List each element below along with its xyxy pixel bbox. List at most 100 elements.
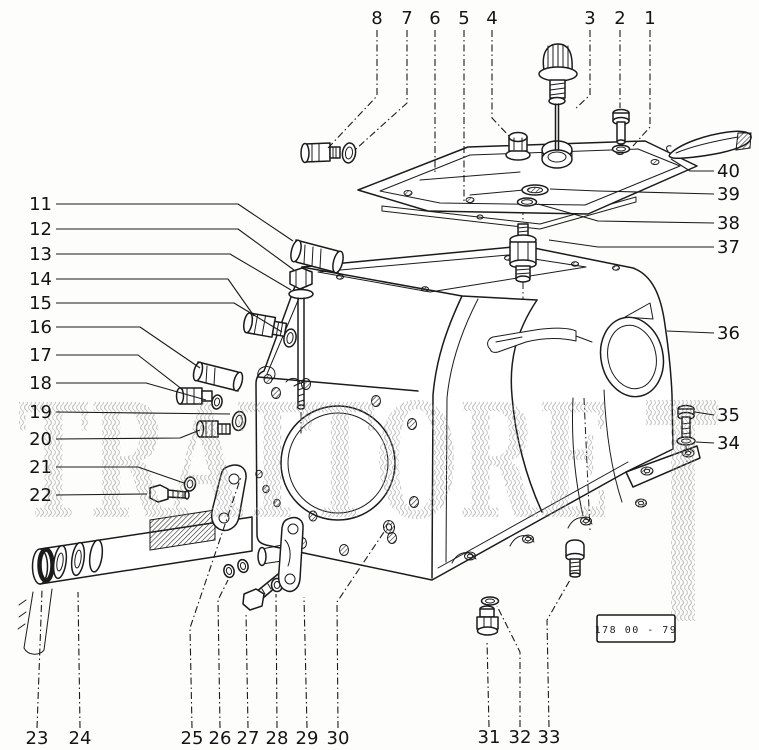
callout-6: 6	[429, 8, 441, 172]
leader-line-25	[189, 476, 242, 729]
reference-box: 178 00 - 79	[595, 614, 676, 643]
callout-19: 19	[29, 402, 231, 423]
callout-number-20: 20	[29, 429, 52, 450]
callout-number-7: 7	[401, 8, 412, 29]
callout-8: 8	[327, 8, 383, 149]
leader-line-22	[55, 493, 148, 496]
callout-number-2: 2	[614, 8, 625, 29]
callout-20: 20	[29, 429, 201, 450]
callout-24: 24	[69, 591, 91, 749]
callout-number-29: 29	[296, 728, 319, 749]
callout-number-30: 30	[327, 728, 350, 749]
callout-34: 34	[695, 433, 740, 454]
bracket-29	[257, 516, 304, 593]
callout-28: 28	[266, 593, 289, 749]
callout-number-38: 38	[717, 213, 740, 234]
leader-line-39	[549, 188, 715, 195]
callout-number-39: 39	[717, 184, 740, 205]
callout-number-32: 32	[509, 727, 532, 748]
callout-29: 29	[296, 596, 319, 749]
leader-line-40	[670, 158, 714, 172]
leader-line-13	[56, 253, 292, 291]
callout-14: 14	[29, 269, 255, 317]
callout-number-34: 34	[717, 433, 740, 454]
nipple-20	[195, 420, 231, 438]
watermark-glyph-stem	[671, 425, 695, 621]
bottom-rail	[437, 461, 629, 569]
leader-line-7	[355, 30, 408, 150]
callout-12: 12	[29, 219, 295, 271]
sleeve-16	[192, 361, 244, 392]
support-bracket-25	[210, 464, 247, 532]
callout-2: 2	[614, 8, 626, 108]
callout-4: 4	[486, 8, 510, 137]
dipstick-blade	[666, 130, 752, 159]
callout-number-21: 21	[29, 457, 52, 478]
callout-number-12: 12	[29, 219, 52, 240]
callout-38: 38	[537, 203, 740, 234]
top-bolt-and-washer	[611, 108, 631, 154]
leader-line-11	[56, 203, 294, 242]
callout-number-28: 28	[266, 728, 289, 749]
callout-16: 16	[29, 317, 201, 369]
leader-line-31	[486, 639, 490, 728]
callout-37: 37	[548, 237, 740, 258]
leader-line-3	[573, 30, 591, 111]
leader-line-29	[303, 596, 308, 729]
callout-number-5: 5	[458, 8, 469, 29]
callout-number-40: 40	[717, 161, 740, 182]
callout-5: 5	[458, 8, 470, 203]
leader-line-17	[56, 354, 184, 391]
leader-line-21	[56, 466, 185, 484]
leader-line-35	[694, 411, 715, 416]
leader-line-4	[491, 30, 510, 137]
callout-7: 7	[355, 8, 413, 150]
callout-33: 33	[538, 579, 571, 748]
callout-number-35: 35	[717, 405, 740, 426]
leader-line-28	[275, 593, 278, 729]
bolt-22	[149, 484, 190, 503]
oring-19	[231, 410, 247, 432]
callout-number-4: 4	[486, 8, 497, 29]
callout-number-8: 8	[371, 8, 382, 29]
leader-line-33	[546, 579, 571, 728]
callout-27: 27	[237, 611, 259, 749]
callout-number-1: 1	[644, 8, 655, 29]
callout-number-3: 3	[584, 8, 595, 29]
fork-lever	[487, 327, 593, 353]
front-face-top-edge	[257, 376, 419, 392]
watermark-text: TRATTORE	[18, 370, 610, 555]
leader-line-36	[666, 330, 715, 334]
leader-line-8	[327, 30, 378, 149]
washers-38-39	[516, 184, 549, 207]
callout-number-17: 17	[29, 345, 52, 366]
callout-36: 36	[666, 323, 740, 344]
callout-number-33: 33	[538, 727, 561, 748]
watermark-glyph-bar	[646, 400, 718, 425]
oil-filler-cap	[538, 43, 578, 151]
oring-15	[283, 328, 297, 348]
callout-number-37: 37	[717, 237, 740, 258]
callout-number-13: 13	[29, 244, 52, 265]
leader-line-24	[77, 591, 81, 729]
leader-line-30	[336, 531, 385, 729]
leader-line-12	[56, 228, 295, 271]
callout-17: 17	[29, 345, 184, 391]
sleeve-11	[290, 239, 344, 274]
leader-line-15	[56, 302, 283, 333]
callout-18: 18	[29, 373, 207, 401]
washers-26	[223, 558, 249, 579]
plate-plug	[505, 131, 531, 161]
pto-shaft	[17, 509, 253, 655]
callout-number-14: 14	[29, 269, 52, 290]
callout-11: 11	[29, 194, 294, 242]
callout-number-18: 18	[29, 373, 52, 394]
callout-number-22: 22	[29, 485, 52, 506]
callout-number-6: 6	[429, 8, 440, 29]
leader-line-18	[56, 382, 207, 401]
leader-line-37	[548, 239, 714, 248]
callout-30: 30	[327, 531, 385, 749]
ear-hole	[263, 374, 273, 384]
